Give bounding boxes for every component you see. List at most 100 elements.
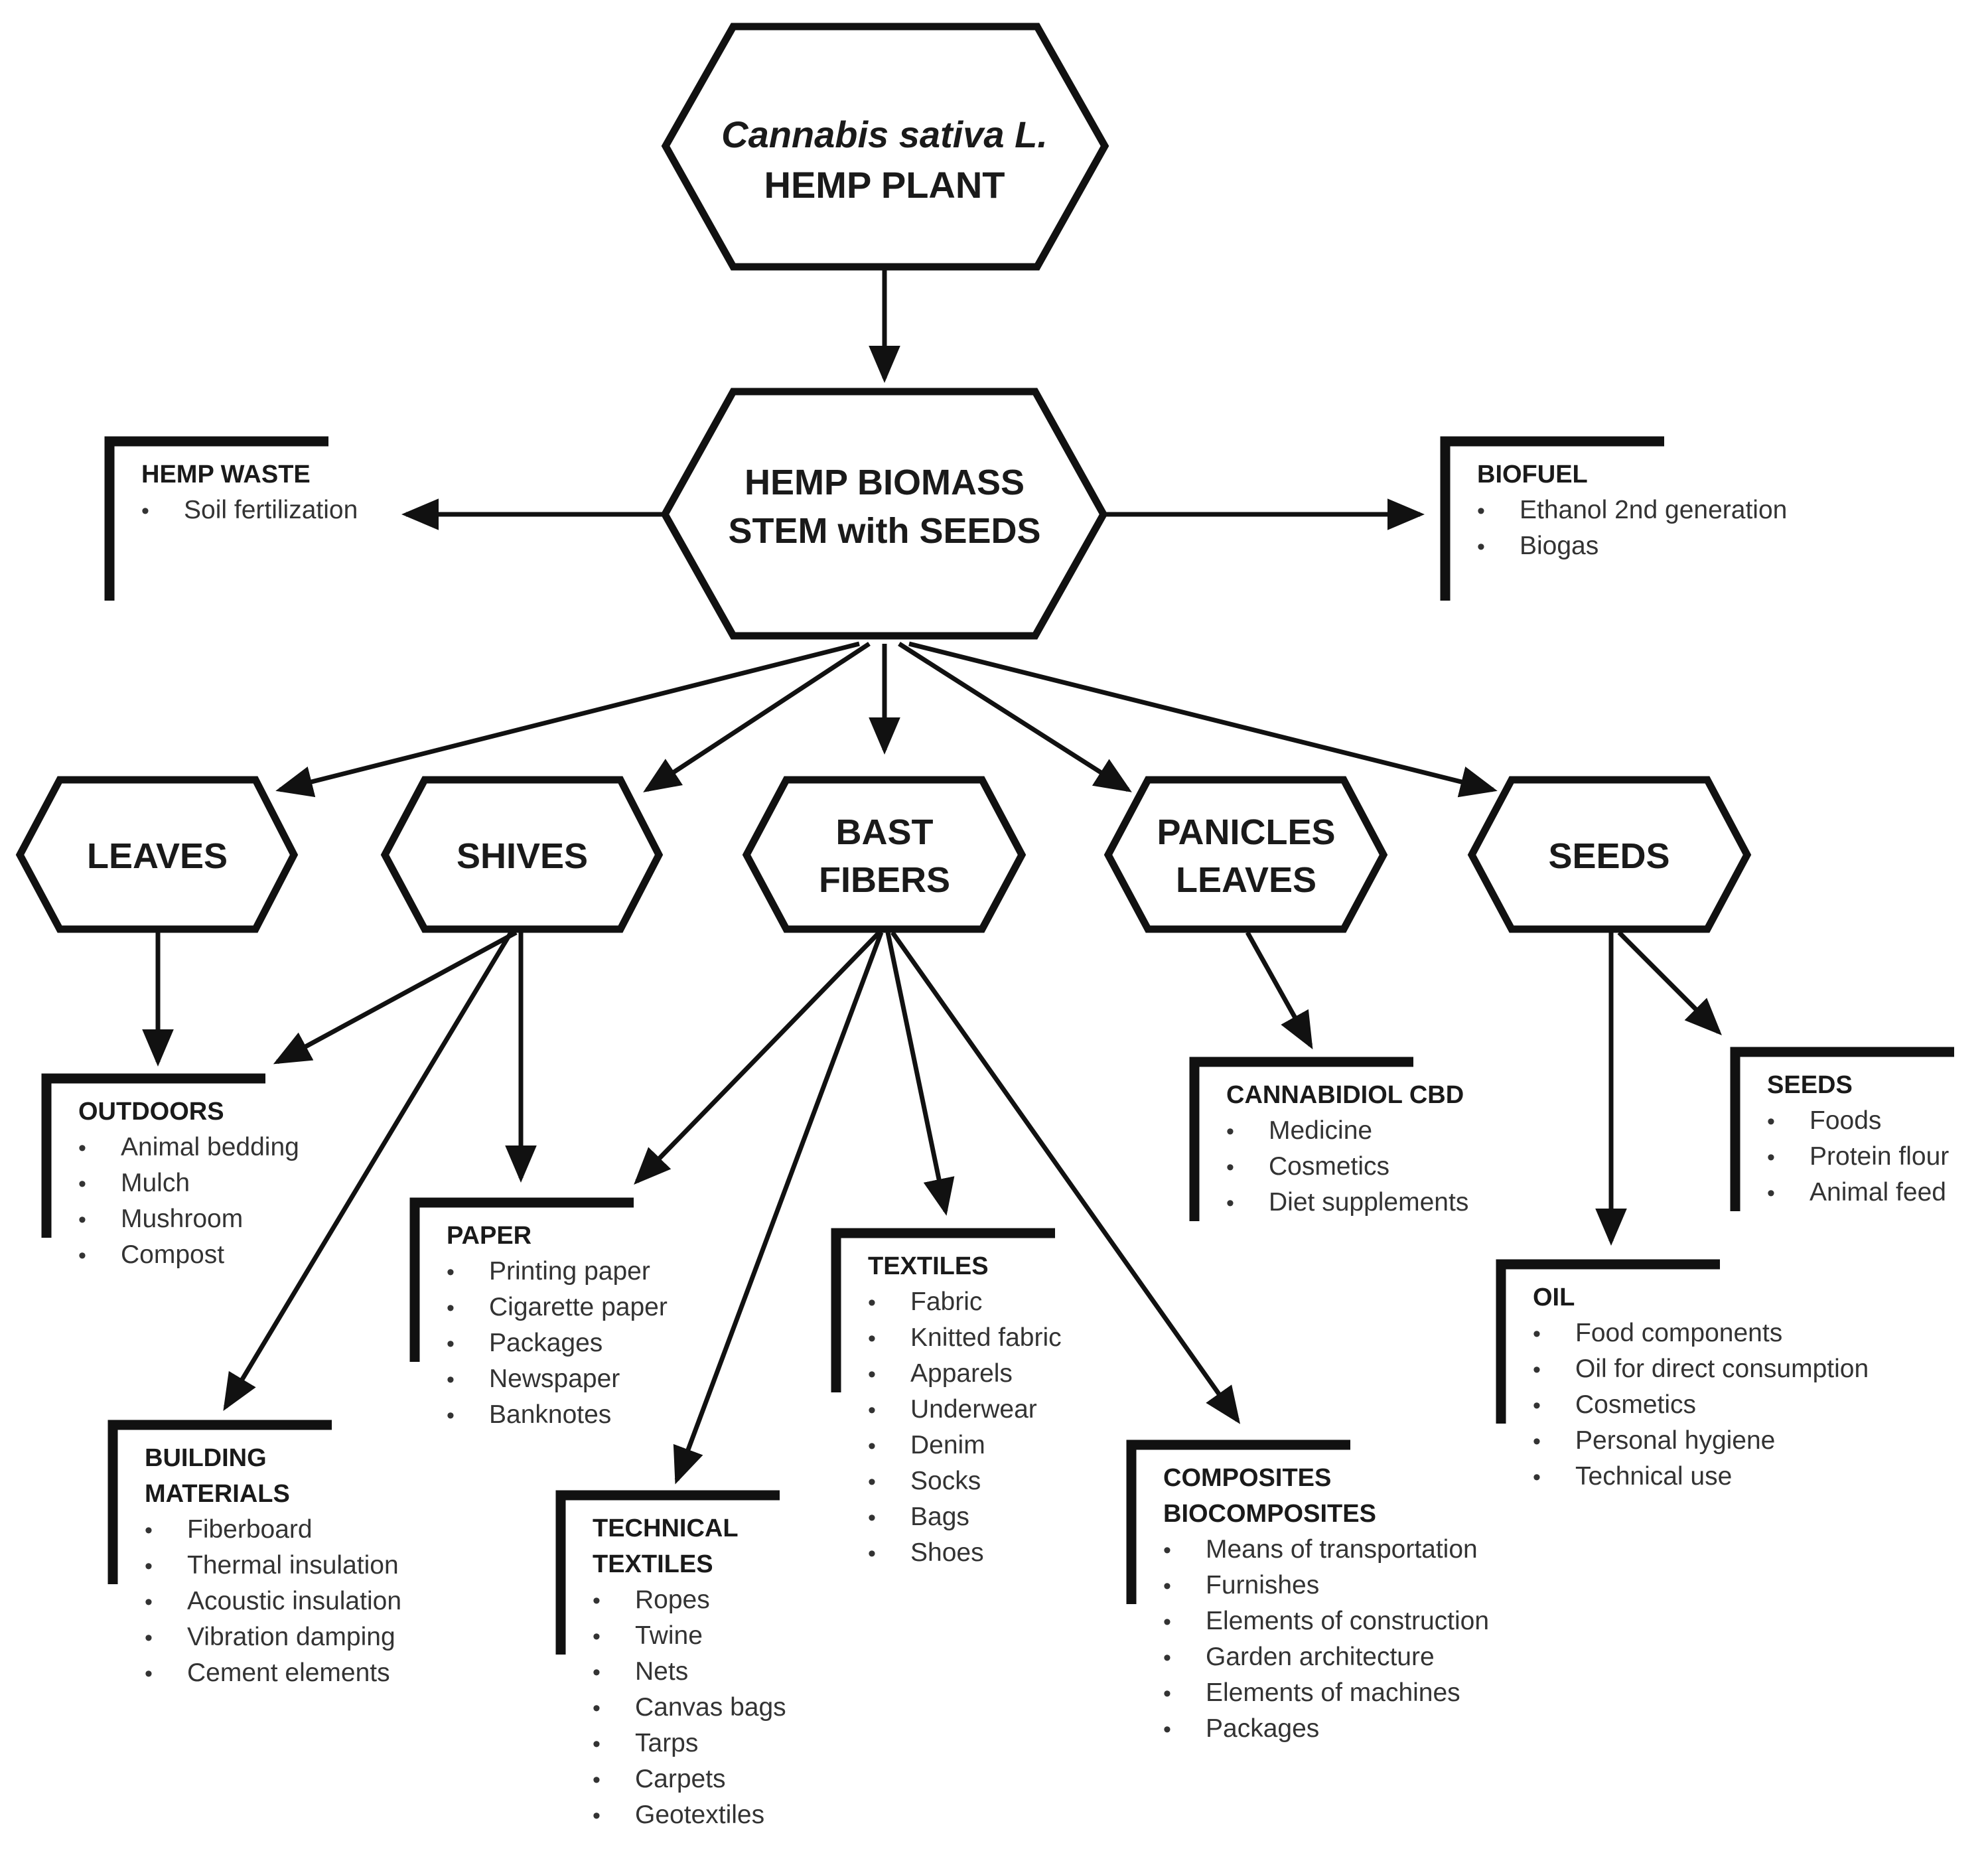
- bracket-frame: [409, 1197, 634, 1362]
- bullet-icon: •: [1163, 1609, 1171, 1635]
- box-title: TECHNICAL: [593, 1515, 739, 1542]
- bullet-icon: •: [141, 498, 149, 524]
- bracket-frame: [41, 1073, 265, 1238]
- list-item: Elements of machines: [1206, 1678, 1460, 1707]
- box-title: CANNABIDIOL CBD: [1226, 1081, 1464, 1109]
- bullet-icon: •: [447, 1260, 455, 1285]
- bullet-icon: •: [1226, 1119, 1234, 1144]
- list-item: Packages: [1206, 1714, 1319, 1743]
- list-item: Animal bedding: [121, 1133, 299, 1161]
- list-item: Technical use: [1575, 1462, 1732, 1491]
- bracket-frame: [831, 1228, 1055, 1392]
- box-title: TEXTILES: [868, 1252, 989, 1280]
- list-item: Packages: [489, 1329, 603, 1357]
- edge-shives-to-building: [223, 931, 513, 1411]
- hexagon-shape: [742, 776, 1027, 933]
- list-item: Shoes: [910, 1538, 984, 1567]
- bullet-icon: •: [145, 1661, 153, 1686]
- bracket-frame: [1189, 1057, 1413, 1221]
- list-item: Newspaper: [489, 1365, 620, 1393]
- node-leaves: LEAVES: [15, 776, 299, 933]
- bullet-icon: •: [1163, 1681, 1171, 1706]
- list-item: Mulch: [121, 1169, 190, 1197]
- box-title: BIOFUEL: [1477, 461, 1588, 488]
- box-biofuel: BIOFUEL•Ethanol 2nd generation•Biogas: [1440, 436, 1787, 601]
- list-item: Ethanol 2nd generation: [1520, 496, 1787, 524]
- hexagon-shape: [660, 388, 1108, 640]
- list-item: Fiberboard: [187, 1515, 313, 1544]
- node-label: FIBERS: [819, 860, 950, 900]
- bullet-icon: •: [868, 1362, 876, 1387]
- bullet-icon: •: [78, 1136, 86, 1161]
- box-title: MATERIALS: [145, 1480, 290, 1508]
- node-bast-fibers: BAST FIBERS: [742, 776, 1027, 933]
- list-item: Diet supplements: [1269, 1188, 1468, 1217]
- bullet-icon: •: [593, 1660, 601, 1685]
- bullet-icon: •: [593, 1732, 601, 1757]
- bullet-icon: •: [1533, 1321, 1541, 1347]
- bullet-icon: •: [1533, 1357, 1541, 1382]
- box-oil: OIL•Food components•Oil for direct consu…: [1496, 1259, 1869, 1491]
- list-item: Twine: [635, 1621, 703, 1650]
- list-item: Compost: [121, 1240, 224, 1269]
- node-label: SEEDS: [1548, 836, 1669, 876]
- box-title: COMPOSITES: [1163, 1464, 1331, 1492]
- edge-biomass-to-leaves: [275, 641, 860, 798]
- bullet-icon: •: [1767, 1145, 1775, 1170]
- node-label: HEMP PLANT: [764, 164, 1005, 206]
- list-item: Printing paper: [489, 1257, 650, 1286]
- bracket-frame: [1126, 1440, 1350, 1604]
- list-item: Carpets: [635, 1765, 726, 1793]
- node-seeds: SEEDS: [1467, 776, 1752, 933]
- list-item: Tarps: [635, 1729, 698, 1757]
- list-item: Fabric: [910, 1288, 982, 1316]
- hexagon-shape: [380, 776, 664, 933]
- list-item: Cigarette paper: [489, 1293, 668, 1321]
- edge-panicles-to-cbd: [1245, 931, 1313, 1050]
- box-cannabidiol-cbd: CANNABIDIOL CBD•Medicine•Cosmetics•Diet …: [1189, 1057, 1468, 1221]
- list-item: Underwear: [910, 1395, 1037, 1424]
- node-label: SHIVES: [457, 836, 588, 876]
- bullet-icon: •: [145, 1590, 153, 1615]
- list-item: Geotextiles: [635, 1801, 764, 1829]
- node-label-italic: Cannabis sativa L.: [721, 113, 1048, 155]
- bullet-icon: •: [868, 1469, 876, 1495]
- edge-biomass-to-seeds: [908, 641, 1498, 798]
- list-item: Means of transportation: [1206, 1535, 1478, 1564]
- edge-bast-to-textiles: [885, 932, 955, 1216]
- box-technical-textiles: TECHNICALTEXTILES•Ropes•Twine•Nets•Canva…: [555, 1490, 786, 1829]
- list-item: Cosmetics: [1269, 1152, 1389, 1181]
- list-item: Biogas: [1520, 532, 1598, 560]
- bracket-frame: [1496, 1259, 1720, 1424]
- list-item: Bags: [910, 1503, 969, 1531]
- node-shives: SHIVES: [380, 776, 664, 933]
- hexagon-shape: [661, 23, 1109, 271]
- hexagon-shape: [1103, 776, 1388, 933]
- list-item: Garden architecture: [1206, 1643, 1435, 1671]
- bullet-icon: •: [1477, 498, 1485, 524]
- bracket-frame: [555, 1490, 780, 1655]
- bullet-icon: •: [1533, 1465, 1541, 1490]
- bullet-icon: •: [145, 1625, 153, 1651]
- bullet-icon: •: [1767, 1181, 1775, 1206]
- node-label: HEMP BIOMASS: [745, 463, 1025, 502]
- bullet-icon: •: [1163, 1717, 1171, 1742]
- bullet-icon: •: [447, 1295, 455, 1321]
- edge-biomass-to-shives: [643, 642, 871, 792]
- edge-seeds-to-seed-uses: [1617, 930, 1722, 1035]
- bracket-frame: [1730, 1047, 1954, 1211]
- bullet-icon: •: [1163, 1645, 1171, 1670]
- bullet-icon: •: [868, 1434, 876, 1459]
- hexagon-shape: [15, 776, 299, 933]
- bullet-icon: •: [868, 1398, 876, 1423]
- bullet-icon: •: [868, 1505, 876, 1530]
- box-hemp-waste: HEMP WASTE•Soil fertilization: [104, 436, 358, 601]
- bullet-icon: •: [868, 1326, 876, 1351]
- bullet-icon: •: [1767, 1109, 1775, 1134]
- box-outdoors: OUTDOORS•Animal bedding•Mulch•Mushroom•C…: [41, 1073, 299, 1269]
- bullet-icon: •: [868, 1290, 876, 1315]
